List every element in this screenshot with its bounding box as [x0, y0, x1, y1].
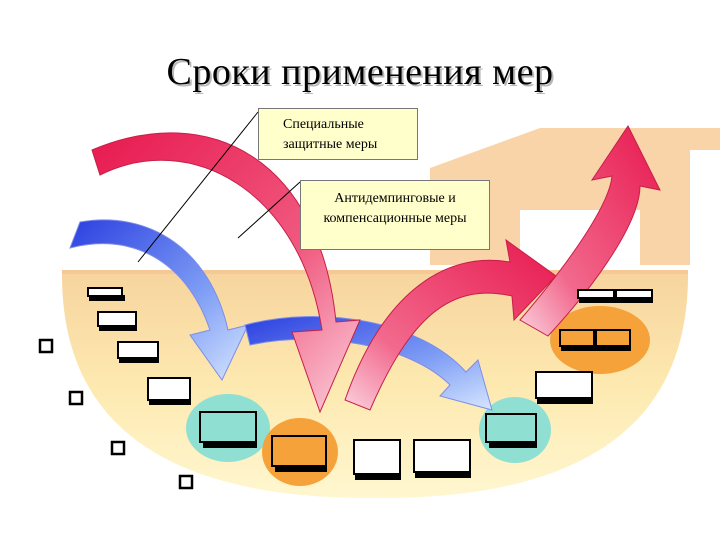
- label-special-line2: защитные меры: [283, 137, 378, 152]
- slide-title: Сроки применения мер: [166, 51, 554, 93]
- blocks-right: [535, 289, 653, 404]
- block-teal: [485, 413, 537, 448]
- block: [413, 439, 471, 478]
- block: [147, 377, 191, 405]
- label-antidumping-measures: Антидемпинговые и компенсационные меры: [300, 180, 490, 250]
- label-anti-line1: Антидемпинговые и: [334, 191, 456, 206]
- red-arrow-big: [91, 132, 361, 414]
- block: [535, 371, 593, 404]
- block-teal: [199, 411, 257, 448]
- blocks-center: [199, 411, 537, 480]
- block: [97, 311, 137, 331]
- background-house-shape: [430, 128, 720, 265]
- block-orange: [271, 435, 327, 472]
- block: [87, 287, 125, 301]
- block-orange: [559, 329, 631, 351]
- outside-squares: [38, 338, 194, 490]
- block: [577, 289, 653, 303]
- pointer-line-anti: [237, 181, 301, 239]
- block: [117, 341, 159, 363]
- red-arrow-right: [519, 125, 661, 337]
- pointer-line-special: [137, 111, 259, 263]
- label-anti-line2: компенсационные меры: [323, 211, 467, 226]
- label-special-line1: Специальные: [283, 117, 364, 132]
- blocks-left: [87, 287, 191, 405]
- label-special-measures: Специальные защитные меры: [258, 108, 418, 160]
- block: [353, 439, 401, 480]
